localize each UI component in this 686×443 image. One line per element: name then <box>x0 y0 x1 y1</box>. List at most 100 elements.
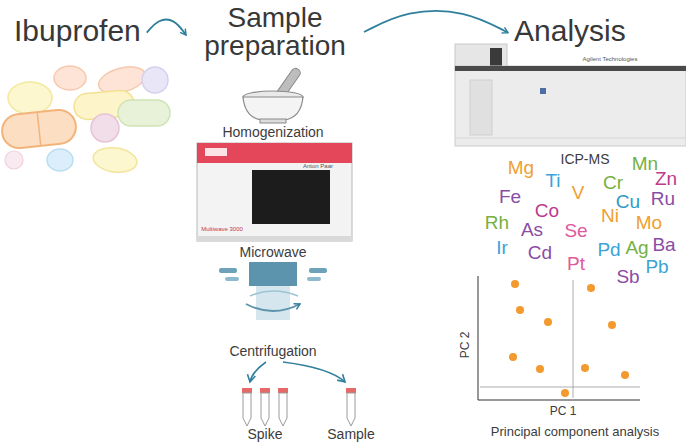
split-arrows-part <box>250 362 266 382</box>
element-symbol: Ni <box>601 206 619 227</box>
sample-tubes-part <box>346 388 356 426</box>
sample-tubes <box>242 388 356 426</box>
icp-ms-instrument-part <box>490 48 502 66</box>
sample-tubes-part-part <box>346 388 356 393</box>
centrifuge-part <box>309 268 327 273</box>
mortar-and-pestle-part <box>260 119 286 123</box>
pca-plot-part-part <box>587 284 595 292</box>
pca-plot-part-part <box>561 389 569 397</box>
pills-part <box>37 113 40 146</box>
element-symbol: Cu <box>616 192 640 213</box>
centrifuge-part <box>225 277 239 281</box>
sample-tubes-part-part <box>243 393 251 426</box>
pca-plot-part <box>573 280 574 398</box>
icp-ms-instrument-part <box>470 80 492 135</box>
flow-arrow <box>147 20 186 35</box>
icp-ms-instrument-part <box>455 138 686 139</box>
axis-label: PC 2 <box>459 332 472 359</box>
sample-tubes-part-part <box>279 393 287 426</box>
pills-part <box>47 149 73 171</box>
pills-part <box>8 82 52 114</box>
brand-label: Agilent Technologies <box>583 56 638 63</box>
axis-label: PC 1 <box>550 405 577 418</box>
element-symbol: Pd <box>597 240 620 261</box>
pca-plot-part-part <box>621 371 629 379</box>
icp-ms-instrument-part <box>540 88 546 94</box>
element-symbol: Zn <box>655 169 677 190</box>
step-label: Microwave <box>240 245 307 260</box>
element-symbol: Ti <box>545 171 560 192</box>
element-symbol: Se <box>564 221 587 242</box>
element-symbol: Mn <box>632 154 658 175</box>
element-symbol: As <box>521 220 543 241</box>
pca-plot-part-part <box>544 318 552 326</box>
tube-label: Sample <box>327 427 374 442</box>
element-symbol: Sb <box>616 267 639 288</box>
sample-tubes-part-part <box>261 393 269 426</box>
pills-part <box>91 114 119 142</box>
section-heading: Analysis <box>512 14 628 48</box>
element-symbol: Pb <box>645 257 668 278</box>
sample-tubes-part-part <box>242 388 252 393</box>
pca-plot-part <box>478 400 640 401</box>
microwave-oven-part <box>197 236 352 241</box>
step-label: Homogenization <box>222 125 323 140</box>
sample-tubes-part-part <box>260 388 270 393</box>
element-symbol: V <box>572 183 585 204</box>
centrifuge-part <box>219 268 237 273</box>
section-heading: Ibuprofen <box>12 14 143 48</box>
centrifuge-part <box>246 304 300 311</box>
sample-tubes-part-part <box>278 388 288 393</box>
sample-tubes-part <box>242 388 252 426</box>
element-symbol: Fe <box>499 187 521 208</box>
heading-text: Sample preparation <box>192 4 358 60</box>
centrifuge-part <box>307 277 321 281</box>
pca-plot <box>478 276 640 400</box>
element-symbol: Co <box>535 201 559 222</box>
sample-tubes-part <box>260 388 270 426</box>
centrifuge-part <box>249 262 297 286</box>
microwave-oven-part <box>197 143 352 163</box>
sample-tubes-part <box>278 388 288 426</box>
sample-tubes-part-part <box>347 393 355 426</box>
icp-ms-instrument-part <box>455 66 686 71</box>
instrument-label: ICP-MS <box>561 152 610 167</box>
pca-plot-part-part <box>608 321 616 329</box>
pca-plot-part-part <box>516 306 524 314</box>
pills <box>0 62 170 175</box>
pills-part <box>5 151 23 169</box>
element-symbol: Ba <box>652 235 675 256</box>
section-heading: Sample preparation <box>190 2 360 62</box>
microwave-oven <box>197 143 352 241</box>
centrifuge-part <box>250 291 298 296</box>
pca-plot-part-part <box>536 365 544 373</box>
flow-arrow <box>364 11 508 33</box>
element-symbol: Cd <box>528 243 552 264</box>
element-symbol: Cr <box>603 173 623 194</box>
brand-label: Anton Paar <box>303 163 333 170</box>
pills-part <box>142 67 168 93</box>
pca-plot-part <box>480 387 640 388</box>
heading-text: Analysis <box>514 16 626 46</box>
pills-part <box>0 108 77 150</box>
pca-plot-part <box>478 276 479 400</box>
split-arrows <box>250 362 345 382</box>
element-symbol: Pt <box>567 254 585 275</box>
heading-text: Ibuprofen <box>14 16 141 46</box>
element-symbol: Rh <box>485 213 509 234</box>
pills-part <box>54 66 86 90</box>
mortar-and-pestle-part <box>243 97 303 120</box>
split-arrows-part <box>283 362 345 382</box>
microwave-oven-part <box>252 170 330 224</box>
icp-ms-instrument-part <box>455 66 686 146</box>
element-symbol: Ru <box>651 189 675 210</box>
chart-caption: Principal component analysis <box>491 425 659 439</box>
pca-plot-part-part <box>581 364 589 372</box>
mortar-and-pestle <box>243 67 303 123</box>
pills-part <box>118 100 170 126</box>
microwave-oven-part <box>197 143 352 241</box>
step-label: Centrifugation <box>229 344 316 359</box>
element-symbol: Mo <box>636 213 662 234</box>
centrifuge <box>219 262 327 320</box>
pca-plot-part-part <box>511 280 519 288</box>
